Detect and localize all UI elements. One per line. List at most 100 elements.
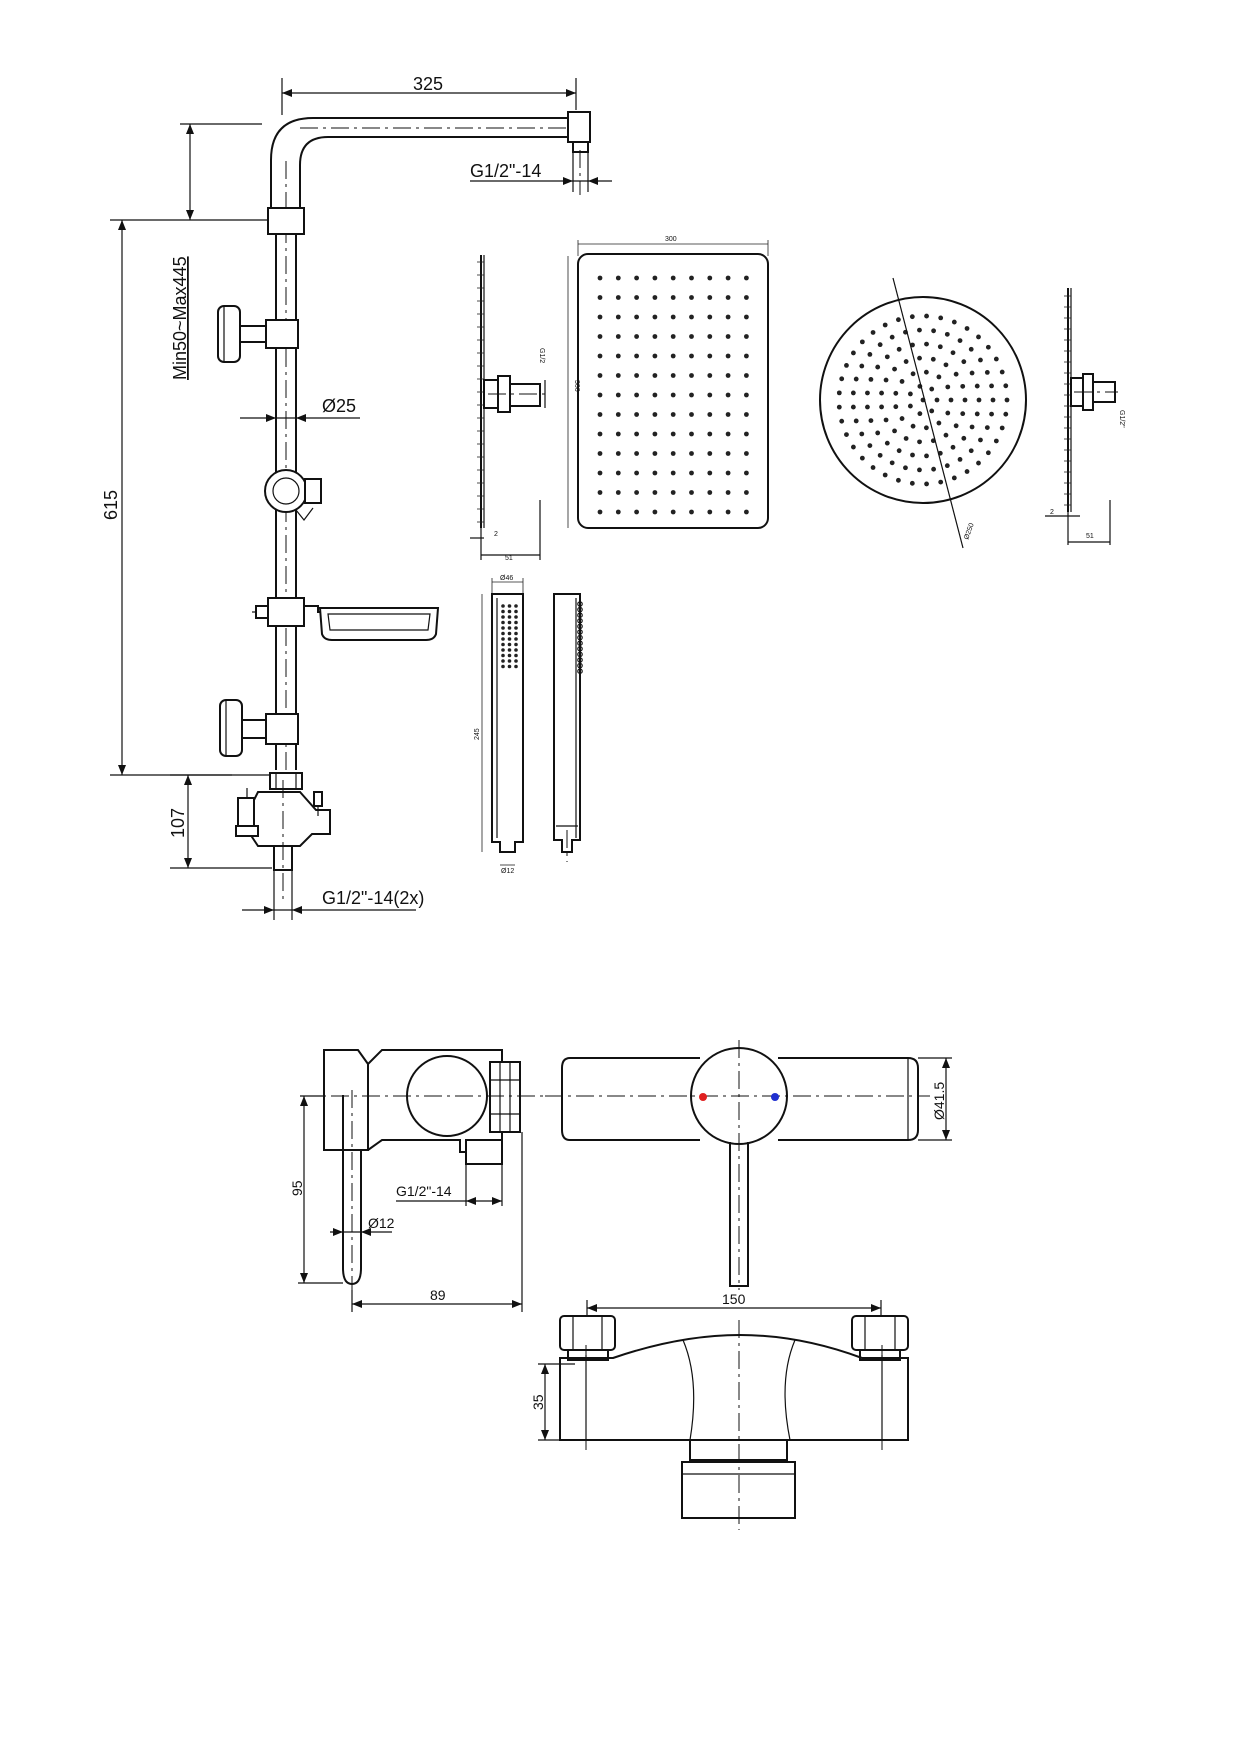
- nozzle: [903, 436, 909, 441]
- nozzle: [501, 631, 505, 636]
- nozzle: [976, 460, 981, 466]
- nozzle: [507, 653, 512, 658]
- nozzle: [501, 626, 505, 630]
- nozzle: [859, 431, 865, 437]
- nozzle: [670, 392, 676, 398]
- nozzle: [923, 425, 929, 431]
- nozzle: [853, 376, 859, 382]
- nozzle: [744, 314, 749, 320]
- nozzle: [689, 353, 694, 359]
- square-head-thread-label: G1/2: [538, 348, 545, 363]
- nozzle: [985, 450, 991, 456]
- mixer-side-view: 95 G1/2"-14 Ø12 89: [289, 1049, 545, 1312]
- nozzle: [670, 334, 676, 339]
- nozzle: [514, 637, 518, 641]
- nozzle: [707, 353, 713, 359]
- nozzle: [652, 314, 658, 320]
- nozzle: [884, 440, 890, 446]
- nozzle: [936, 420, 942, 426]
- nozzle: [689, 392, 694, 398]
- nozzle: [896, 346, 902, 352]
- nozzle: [892, 366, 897, 372]
- nozzle: [924, 313, 929, 319]
- nozzle: [910, 371, 916, 377]
- nozzle: [896, 448, 902, 454]
- nozzle: [615, 334, 621, 339]
- nozzle: [893, 404, 899, 410]
- round-head-front-view: Ø250: [819, 277, 1027, 549]
- nozzle: [867, 443, 873, 448]
- nozzle: [514, 604, 518, 608]
- nozzle: [968, 346, 974, 352]
- nozzle: [501, 637, 505, 641]
- inlet-top-label: G1/2"-14: [470, 161, 541, 181]
- nozzle: [969, 370, 975, 376]
- nozzle: [944, 463, 950, 469]
- nozzle: [907, 403, 913, 409]
- height-adjust-label: Min50~Max445: [170, 256, 190, 380]
- nozzle: [943, 362, 949, 368]
- mixer-height-95-label: 95: [289, 1180, 305, 1196]
- nozzle: [870, 330, 876, 335]
- nozzle: [896, 477, 901, 483]
- nozzle: [707, 490, 713, 495]
- square-head-length-label: 51: [505, 555, 513, 562]
- mixer-depth-89-label: 89: [430, 1287, 446, 1303]
- nozzle: [859, 363, 865, 369]
- nozzle: [923, 369, 929, 375]
- nozzle: [883, 417, 889, 423]
- hot-indicator: [699, 1093, 707, 1101]
- nozzle: [877, 342, 883, 348]
- nozzle: [514, 664, 518, 669]
- nozzle: [910, 342, 915, 348]
- nozzle: [839, 418, 845, 424]
- nozzle: [945, 410, 951, 416]
- nozzle: [689, 451, 694, 456]
- nozzle: [951, 475, 957, 481]
- nozzle: [615, 470, 621, 476]
- nozzle: [707, 295, 713, 300]
- nozzle: [689, 314, 694, 320]
- nozzle: [950, 350, 956, 356]
- nozzle: [936, 374, 942, 380]
- nozzle: [689, 490, 694, 495]
- dia-25-label: Ø25: [322, 396, 356, 416]
- nozzle: [930, 356, 936, 362]
- nozzle: [597, 295, 603, 300]
- nozzle: [652, 295, 658, 300]
- hand-shower-end-label: Ø12: [501, 868, 514, 875]
- nozzle: [989, 411, 994, 417]
- nozzle: [961, 359, 967, 365]
- nozzle: [744, 412, 749, 417]
- nozzle: [985, 344, 991, 350]
- nozzle: [652, 490, 658, 495]
- nozzle: [990, 397, 996, 403]
- nozzle: [853, 418, 859, 424]
- nozzle: [615, 373, 621, 378]
- nozzle: [744, 353, 749, 359]
- nozzle: [993, 356, 999, 362]
- nozzle: [879, 390, 884, 396]
- square-head-height-label: 300: [573, 380, 580, 392]
- hand-shower-length-label: 245: [474, 728, 481, 740]
- nozzle: [514, 620, 518, 625]
- mixer-front-view: Ø41.5: [545, 1040, 952, 1290]
- nozzle: [948, 397, 954, 403]
- nozzle: [725, 275, 731, 281]
- nozzle: [597, 334, 603, 339]
- nozzle: [893, 390, 899, 396]
- nozzle: [725, 373, 731, 378]
- nozzle: [884, 354, 890, 360]
- nozzle: [974, 383, 980, 389]
- nozzle: [597, 412, 603, 417]
- nozzle: [615, 392, 621, 398]
- nozzle: [839, 376, 845, 382]
- nozzle: [937, 344, 943, 350]
- nozzle: [615, 431, 621, 437]
- nozzle: [507, 609, 512, 614]
- mixer-dia-415-label: Ø41.5: [931, 1082, 947, 1120]
- nozzle: [974, 411, 980, 417]
- nozzle: [652, 412, 658, 417]
- nozzle: [634, 373, 639, 378]
- nozzle: [909, 314, 915, 320]
